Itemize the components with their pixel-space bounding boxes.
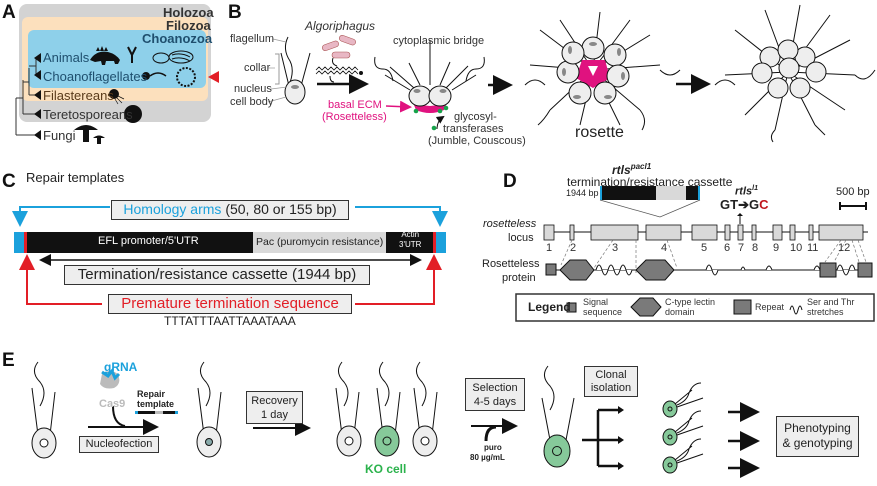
- rosetteless-label: (Rosetteless): [322, 111, 387, 123]
- allele-l1: rtlsl1: [735, 185, 758, 198]
- panel-e-letter: E: [2, 350, 15, 371]
- cas9-label: Cas9: [99, 398, 126, 410]
- nucleus-label: nucleus: [234, 83, 272, 95]
- homology-arm-right: [436, 232, 446, 253]
- choanoflagellate-icon: [142, 72, 150, 80]
- exon-label-12: 12: [838, 242, 851, 254]
- repair-template-diagram: [12, 206, 448, 305]
- scale-bar-label: 500 bp: [836, 186, 870, 198]
- phylogeny-tree: [15, 4, 219, 144]
- locus-label-1: rosetteless: [483, 218, 537, 230]
- pac-label: Pac (puromycin resistance): [256, 236, 384, 248]
- disordered-rosette-icon: [714, 4, 876, 143]
- clade-filozoa: Filozoa: [166, 18, 211, 33]
- puro-label: puro: [484, 443, 502, 452]
- repair-template-label-1: Repair: [137, 389, 166, 399]
- exon-label-2: 2: [570, 242, 577, 254]
- homology-arms-box: Homology arms (50, 80 or 155 bp): [111, 200, 349, 220]
- exon-label-8: 8: [752, 242, 759, 254]
- homology-arms-label: Homology arms: [123, 201, 222, 217]
- ko-cell-label: KO cell: [365, 462, 407, 476]
- cytoplasmic-bridge-label: cytoplasmic bridge: [393, 35, 485, 47]
- repeat-icon: [733, 299, 752, 315]
- legend-repeat: Repeat: [755, 302, 785, 312]
- phenotyping-box: Phenotyping& genotyping: [776, 416, 859, 457]
- taxon-fungi: Fungi: [43, 128, 76, 143]
- homology-arms-sizes: (50, 80 or 155 bp): [225, 201, 337, 217]
- collar-label: collar: [244, 62, 271, 74]
- locus-label-2: locus: [508, 232, 534, 244]
- ser-thr-icon: [789, 305, 803, 315]
- panel-b-letter: B: [228, 2, 242, 23]
- repair-template-icon: [135, 411, 178, 414]
- exon-label-10: 10: [790, 242, 803, 254]
- rosette-icon: [524, 11, 681, 131]
- filasterean-icon: [109, 89, 119, 99]
- grna-label: gRNA: [104, 360, 138, 374]
- termination-label-box: Premature termination sequence: [108, 294, 352, 314]
- protein-label-1: Rosetteless: [482, 258, 540, 270]
- protein-label-2: protein: [502, 272, 536, 284]
- animal-silhouettes-icon: [90, 46, 137, 65]
- rosette-formation-diagram: [267, 4, 876, 143]
- clade-holozoa: Holozoa: [163, 5, 214, 20]
- glycosyl-label: glycosyl-: [454, 111, 497, 123]
- cassette-label-box: Termination/resistance cassette (1944 bp…: [64, 265, 370, 285]
- cassette-label: termination/resistance cassette: [567, 175, 733, 189]
- repair-templates-title: Repair templates: [26, 170, 125, 185]
- knockout-workflow-diagram: [31, 361, 760, 478]
- flagellum-label: flagellum: [230, 33, 275, 45]
- panel-a-letter: A: [2, 2, 16, 23]
- clade-choanozoa: Choanozoa: [142, 31, 213, 46]
- basal-ecm-label: basal ECM: [328, 99, 382, 111]
- panel-c-letter: C: [2, 171, 16, 192]
- exon-label-6: 6: [724, 242, 731, 254]
- jumble-couscous-label: (Jumble, Couscous): [428, 135, 526, 147]
- exon-label-9: 9: [773, 242, 780, 254]
- taxon-teretosporeans: Teretosporeans: [43, 107, 133, 122]
- taxon-choanoflagellates: Choanoflagellates: [43, 69, 148, 84]
- transferases-label: transferases: [443, 123, 504, 135]
- signal-sequence-icon: [566, 302, 577, 313]
- cell-body-label: cell body: [230, 96, 274, 108]
- homology-arm-left: [14, 232, 24, 253]
- bacteria-label: Algoriphagus: [305, 19, 376, 33]
- taxon-animals: Animals: [43, 50, 90, 65]
- lectin-domain-icon: [630, 297, 662, 317]
- rosette-label: rosette: [575, 124, 624, 141]
- choanoflagellate-marker-icon: [208, 71, 219, 83]
- cassette-size: 1944 bp: [566, 188, 599, 198]
- panel-d-letter: D: [503, 171, 517, 192]
- nucleofection-box: Nucleofection: [79, 436, 159, 453]
- fungi-icon: [74, 125, 105, 144]
- rosetteless-locus-diagram: [515, 186, 875, 322]
- exons: [543, 224, 864, 241]
- repair-template-label-2: template: [137, 399, 175, 409]
- exon-label-3: 3: [612, 242, 619, 254]
- exon-label-5: 5: [701, 242, 708, 254]
- teretosporean-icon: [124, 105, 142, 123]
- efl-promoter-label: EFL promoter/5'UTR: [98, 235, 199, 247]
- legend-title: Legend: [528, 300, 571, 314]
- mutation-label: GT➔GC: [720, 197, 769, 212]
- rosette-colony-icon: [176, 67, 196, 87]
- allele-pacl1: rtlspacl1: [612, 162, 652, 177]
- exon-label-11: 11: [807, 242, 819, 254]
- taxon-filastereans: Filastereans: [43, 88, 114, 103]
- termination-sequence: TTTATTTAATTAAATAAA: [164, 314, 296, 328]
- exon-label-7: 7: [738, 242, 745, 254]
- exon-label-4: 4: [661, 242, 668, 254]
- puro-concentration: 80 µg/mL: [470, 453, 505, 462]
- exon-label-1: 1: [546, 242, 553, 254]
- pac-segment: [253, 232, 386, 253]
